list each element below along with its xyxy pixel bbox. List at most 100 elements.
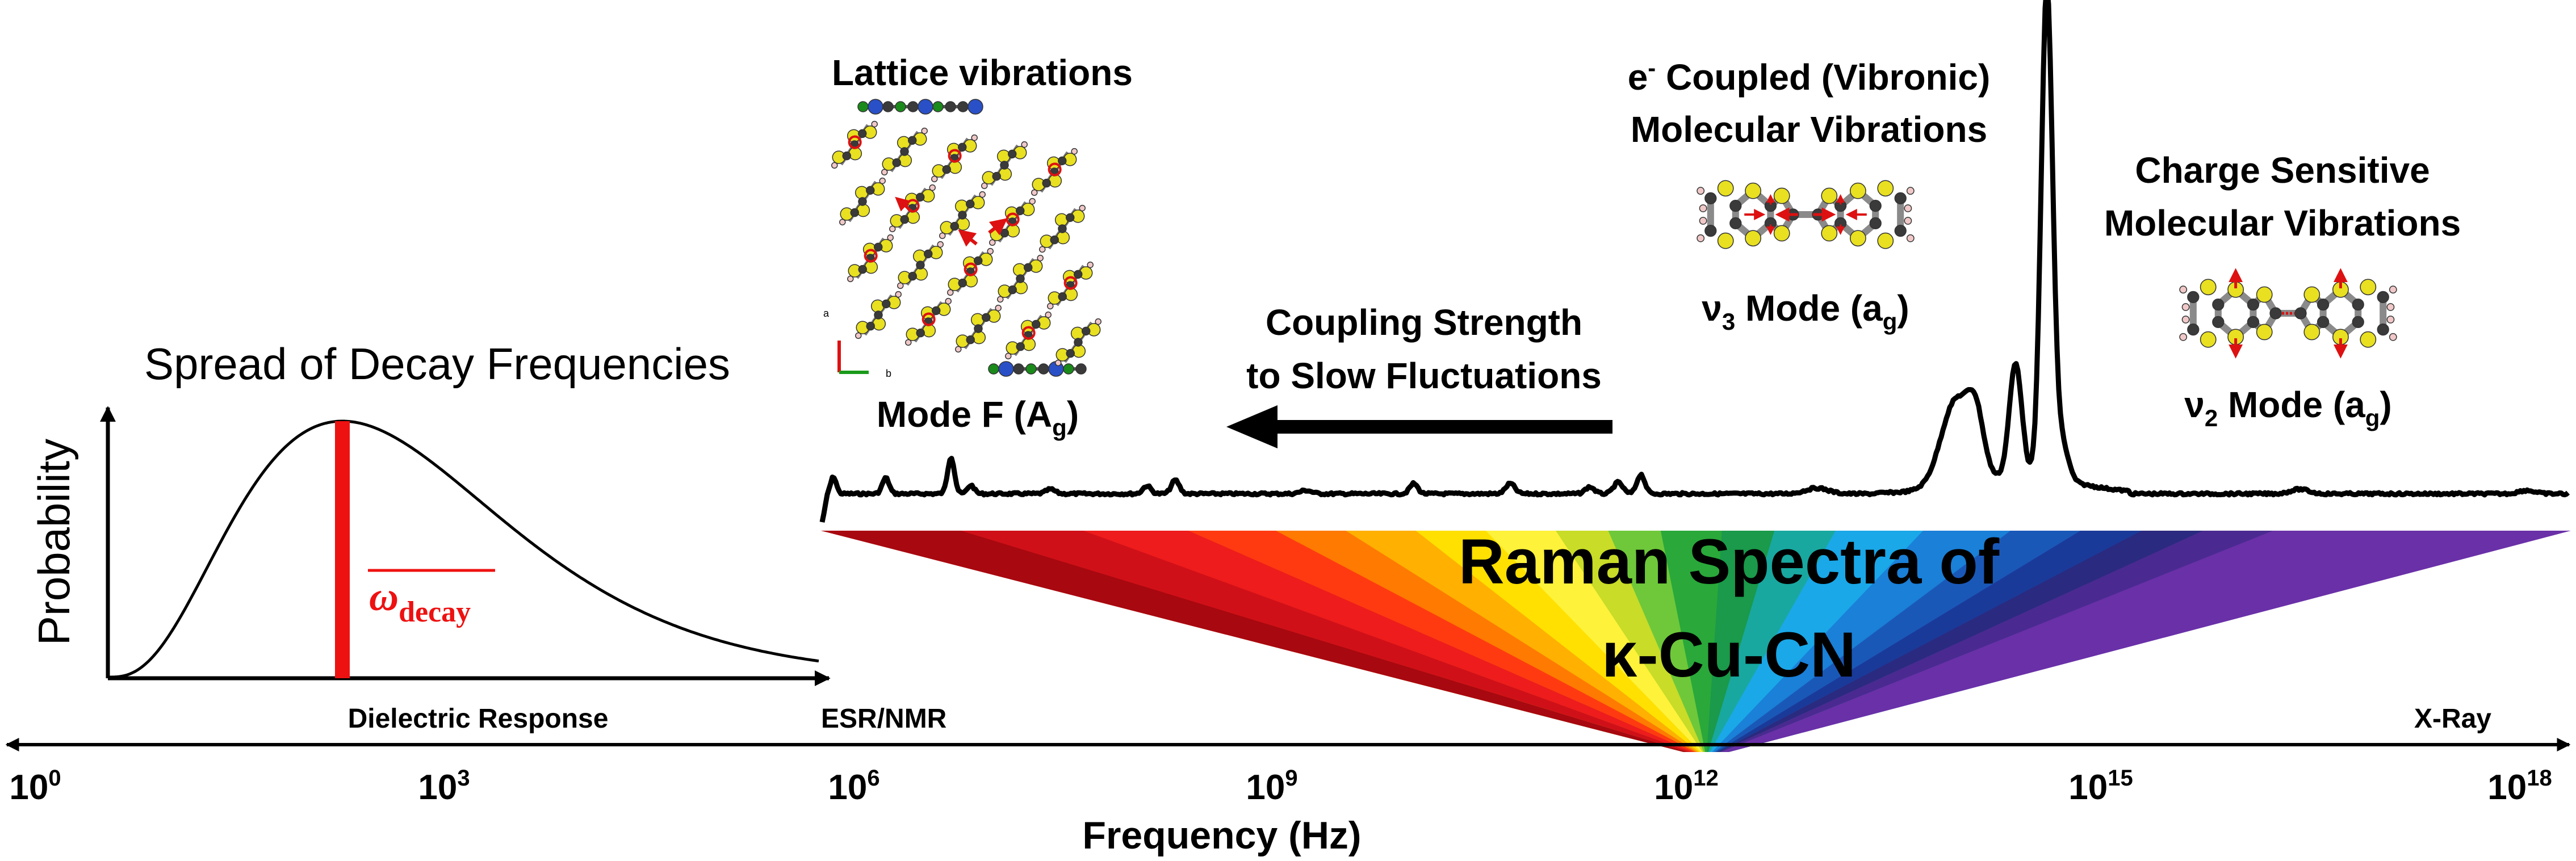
v3-molecule-diagram bbox=[1697, 180, 1915, 249]
vibronic-panel: e- Coupled (Vibronic) Molecular Vibratio… bbox=[1628, 54, 1991, 335]
atom bbox=[948, 160, 962, 174]
atom bbox=[1894, 224, 1907, 237]
atom bbox=[1054, 213, 1069, 227]
atom bbox=[950, 221, 959, 231]
fan-wedge bbox=[1276, 531, 1697, 752]
atom bbox=[2187, 323, 2200, 336]
lattice-molecule bbox=[931, 134, 978, 183]
atom bbox=[864, 260, 878, 274]
atom bbox=[966, 199, 975, 209]
atom bbox=[2303, 324, 2321, 341]
fan-wedge bbox=[1556, 531, 1704, 752]
atom bbox=[1869, 199, 1882, 212]
atom bbox=[989, 239, 996, 246]
atom bbox=[924, 249, 933, 259]
lattice-molecule bbox=[1005, 311, 1052, 360]
atom bbox=[1016, 206, 1025, 216]
atom bbox=[898, 153, 912, 167]
atom bbox=[1697, 187, 1705, 195]
tick-label-15: 1015 bbox=[2068, 766, 2133, 807]
fan-wedge bbox=[1712, 531, 2012, 752]
atom bbox=[988, 363, 999, 375]
mean-omega: ω bbox=[369, 574, 399, 619]
atom bbox=[2179, 333, 2188, 341]
atom bbox=[1056, 230, 1070, 245]
fan-wedge bbox=[1660, 531, 1723, 752]
atom bbox=[887, 234, 894, 241]
atom bbox=[866, 321, 875, 331]
atom bbox=[872, 317, 886, 331]
atom bbox=[848, 146, 862, 161]
atom bbox=[1063, 363, 1074, 375]
atom bbox=[1821, 187, 1838, 204]
atom bbox=[1904, 217, 1912, 225]
atom bbox=[1075, 363, 1087, 375]
atom bbox=[1904, 204, 1912, 212]
mean-decay-label: ωdecay bbox=[369, 574, 471, 628]
probability-label: Probability bbox=[29, 439, 79, 645]
atom bbox=[958, 142, 967, 152]
charge-sensitive-panel: Charge Sensitive Molecular Vibrations ν2… bbox=[2104, 150, 2461, 431]
atom bbox=[1717, 180, 1734, 197]
atom bbox=[947, 289, 954, 296]
lattice-molecule bbox=[831, 120, 878, 169]
x-ray-label: X-Ray bbox=[2414, 704, 2491, 734]
atom bbox=[866, 186, 875, 195]
fan-wedge bbox=[961, 531, 1690, 752]
lattice-molecule bbox=[1039, 204, 1086, 253]
atom bbox=[900, 215, 909, 224]
atom bbox=[1064, 287, 1078, 301]
atom bbox=[2179, 285, 2188, 294]
lattice-molecule bbox=[855, 291, 902, 339]
atom bbox=[998, 361, 1014, 377]
lattice-molecule bbox=[905, 297, 952, 346]
atom bbox=[932, 101, 944, 112]
atom bbox=[906, 210, 920, 224]
atom bbox=[932, 306, 941, 316]
atom bbox=[2303, 286, 2321, 303]
atom bbox=[2352, 298, 2364, 311]
atom bbox=[895, 291, 902, 298]
fan-wedge bbox=[1710, 531, 1924, 752]
coupling-line2: to Slow Fluctuations bbox=[1246, 355, 1602, 396]
atom bbox=[954, 199, 969, 213]
vibration-vector bbox=[895, 196, 912, 212]
atom bbox=[889, 225, 896, 233]
atom bbox=[1699, 204, 1707, 212]
lattice-molecule bbox=[1047, 261, 1094, 310]
tick-label-12: 1012 bbox=[1654, 766, 1718, 807]
lattice-molecule bbox=[881, 127, 928, 176]
atom bbox=[974, 324, 983, 333]
atom bbox=[1048, 174, 1062, 188]
atom bbox=[897, 282, 904, 289]
fan-wedges bbox=[821, 531, 2571, 752]
atom bbox=[2200, 279, 2217, 296]
atom bbox=[1773, 225, 1790, 242]
atom bbox=[1008, 149, 1017, 159]
atom bbox=[957, 101, 969, 112]
lattice-molecule bbox=[839, 177, 886, 226]
lattice-molecule bbox=[1031, 148, 1078, 196]
fan-wedge bbox=[1719, 531, 2274, 752]
atom bbox=[874, 310, 883, 320]
rotation-indicator bbox=[864, 249, 878, 263]
fan-wedge bbox=[1083, 531, 1693, 752]
atom bbox=[1729, 199, 1742, 212]
atom bbox=[964, 274, 978, 288]
atom bbox=[868, 99, 883, 115]
atom bbox=[2256, 324, 2273, 341]
atom bbox=[929, 184, 936, 191]
atom bbox=[1095, 318, 1101, 325]
atom bbox=[2187, 291, 2200, 304]
atom bbox=[842, 151, 851, 161]
atom bbox=[1005, 352, 1012, 360]
atom bbox=[914, 267, 928, 281]
atom bbox=[1894, 192, 1907, 205]
lattice-molecule bbox=[997, 254, 1044, 303]
atom bbox=[966, 335, 975, 345]
atom bbox=[1850, 182, 1866, 199]
axis-label-b: b bbox=[886, 368, 891, 379]
atom bbox=[945, 297, 952, 305]
atom bbox=[2181, 303, 2190, 311]
atom bbox=[882, 101, 894, 112]
